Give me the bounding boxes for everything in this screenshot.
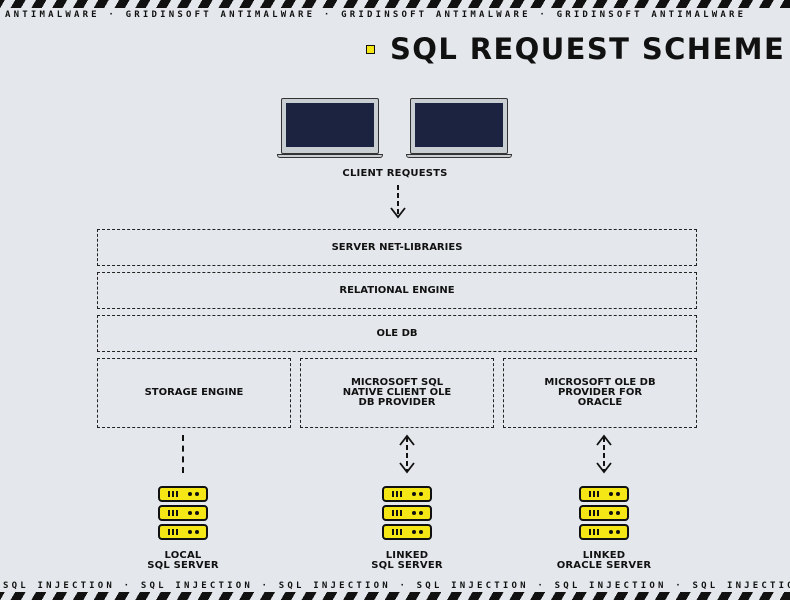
ole-db-layer: OLE DB — [97, 315, 697, 352]
down-arrow-icon — [390, 185, 406, 219]
title-block: SQL REQUEST SCHEME — [366, 32, 785, 66]
top-banner-text: ANTIMALWARE · GRIDINSOFT ANTIMALWARE · G… — [5, 10, 747, 20]
server-icon — [158, 486, 208, 542]
laptop-icon — [277, 98, 383, 160]
relational-engine-layer: RELATIONAL ENGINE — [97, 272, 697, 309]
bidirectional-arrow-icon — [399, 434, 415, 474]
title-bullet-icon — [366, 44, 375, 54]
laptop-icon — [406, 98, 512, 160]
server-net-libraries-layer: SERVER NET-LIBRARIES — [97, 229, 697, 266]
bottom-banner-text: SQL INJECTION · SQL INJECTION · SQL INJE… — [3, 581, 790, 591]
top-stripe-border — [0, 0, 790, 8]
oracle-provider-box: MICROSOFT OLE DB PROVIDER FOR ORACLE — [503, 358, 697, 428]
bottom-stripe-border — [0, 592, 790, 600]
native-client-provider-box: MICROSOFT SQL NATIVE CLIENT OLE DB PROVI… — [300, 358, 494, 428]
storage-connector-line — [182, 435, 184, 473]
page-title: SQL REQUEST SCHEME — [390, 32, 786, 66]
bidirectional-arrow-icon — [596, 434, 612, 474]
storage-engine-box: STORAGE ENGINE — [97, 358, 291, 428]
server-icon — [579, 486, 629, 542]
client-requests-label: CLIENT REQUESTS — [342, 168, 448, 179]
server-icon — [382, 486, 432, 542]
